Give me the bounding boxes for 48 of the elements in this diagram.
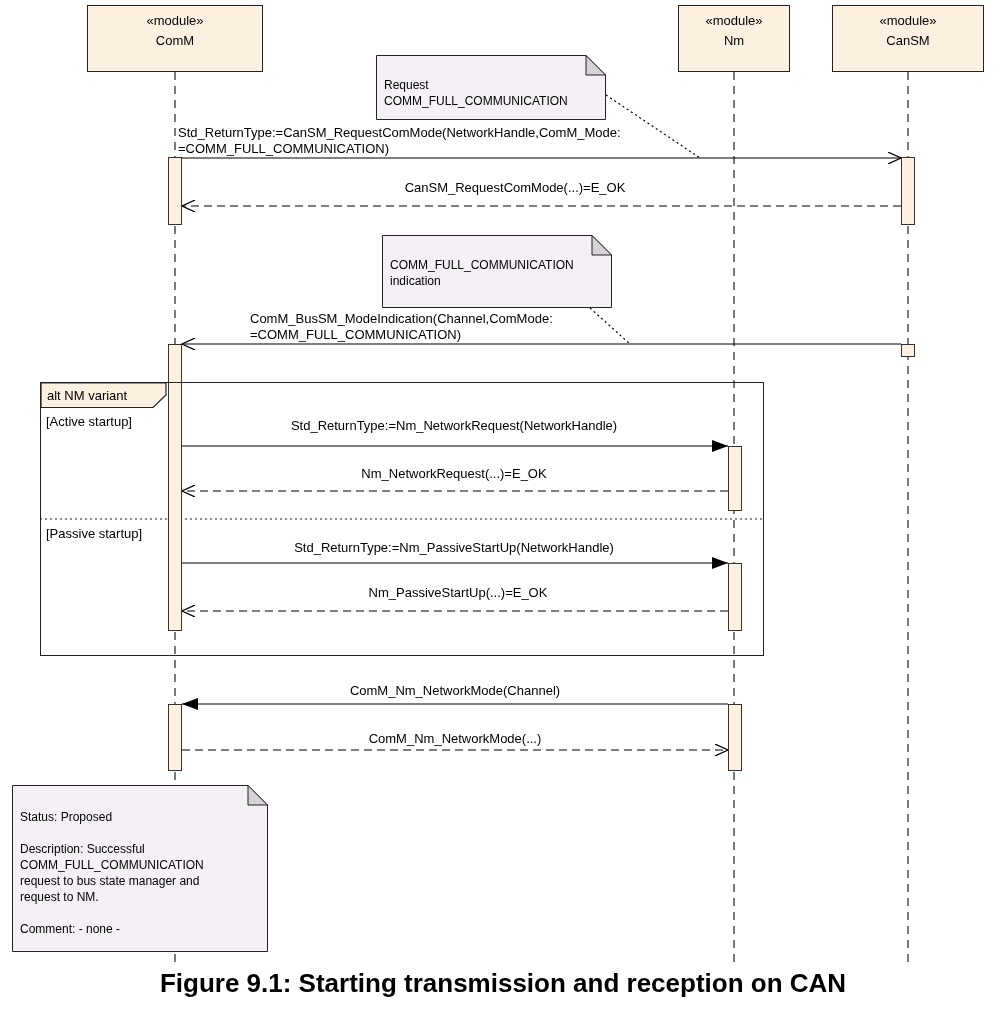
stereotype-label: «module» <box>704 12 764 30</box>
leader-line <box>589 307 631 345</box>
message-arrow <box>181 557 729 569</box>
module-box <box>87 5 263 72</box>
note-text: Request COMM_FULL_COMMUNICATION <box>384 77 569 109</box>
activation-bar <box>168 344 182 631</box>
message-arrow <box>181 337 902 351</box>
return-message-arrow <box>181 604 729 618</box>
activation-bar <box>727 562 742 631</box>
module-name: ComM <box>154 32 196 50</box>
message-label: Std_ReturnType:=Nm_PassiveStartUp(NetworkHandle) <box>294 540 614 556</box>
note <box>382 235 612 308</box>
message-label: CanSM_RequestComMode(...)=E_OK <box>404 180 626 196</box>
message-label: Std_ReturnType:=Nm_NetworkRequest(NetworkHandle) <box>290 418 618 434</box>
module-box <box>832 5 984 72</box>
note-text: Status: Proposed <box>20 809 114 825</box>
message-label: ComM_Nm_NetworkMode(Channel) <box>349 683 561 699</box>
activation-bar <box>901 344 915 357</box>
activation-bar <box>168 704 182 771</box>
stereotype-label: «module» <box>878 12 938 30</box>
module-name: Nm <box>722 32 746 50</box>
note-text: Description: Successful COMM_FULL_COMMUNICATION request to bus state manager and request to NM. <box>20 841 205 905</box>
note-text: COMM_FULL_COMMUNICATION indication <box>390 257 575 289</box>
return-message-arrow <box>181 743 729 757</box>
module-box <box>678 5 790 72</box>
stereotype-label: «module» <box>145 12 205 30</box>
note-text: Comment: - none - <box>20 921 122 937</box>
fragment-operator-label: alt NM variant <box>47 388 128 403</box>
combined-fragment-frame <box>40 382 764 656</box>
activation-bar <box>168 157 182 225</box>
message-label: ComM_Nm_NetworkMode(...) <box>368 731 542 747</box>
figure-caption: Figure 9.1: Starting transmission and reception on CAN <box>158 968 848 999</box>
return-message-arrow <box>181 199 902 213</box>
message-arrow <box>181 698 729 710</box>
note <box>376 55 606 120</box>
activation-bar <box>901 157 915 225</box>
module-name: CanSM <box>885 32 931 50</box>
leader-line <box>605 94 701 159</box>
guard-condition: [Passive startup] <box>46 526 143 541</box>
return-message-arrow <box>181 484 729 498</box>
activation-bar <box>728 704 742 771</box>
message-arrow <box>181 151 902 165</box>
message-label: Nm_PassiveStartUp(...)=E_OK <box>368 585 548 601</box>
guard-condition: [Active startup] <box>46 414 132 429</box>
activation-bar <box>727 445 742 511</box>
message-arrow <box>181 440 729 452</box>
message-label: Nm_NetworkRequest(...)=E_OK <box>361 466 547 482</box>
note <box>12 785 268 952</box>
